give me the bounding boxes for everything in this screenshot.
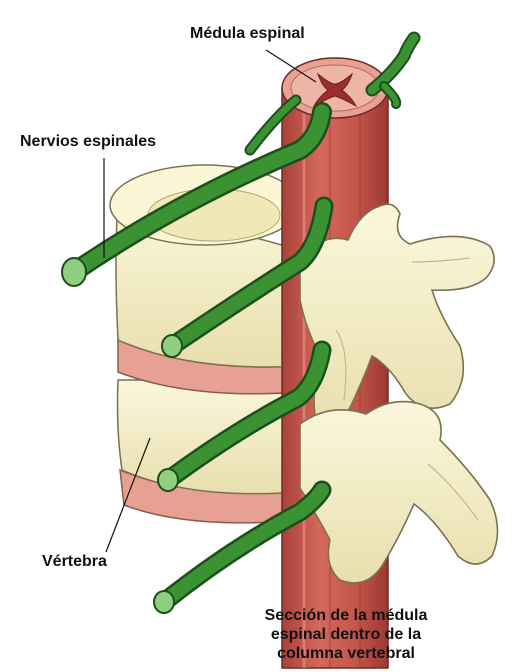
label-spinal-nerves: Nervios espinales [20,132,156,151]
vertebral-processes [300,204,498,583]
label-vertebra: Vértebra [42,552,107,571]
caption: Sección de la médula espinal dentro de l… [236,606,456,663]
caption-line-1: Sección de la médula [236,606,456,625]
caption-line-3: columna vertebral [236,644,456,663]
caption-line-2: espinal dentro de la [236,625,456,644]
label-spinal-cord: Médula espinal [190,24,305,43]
lower-vertebra-body [118,380,301,494]
